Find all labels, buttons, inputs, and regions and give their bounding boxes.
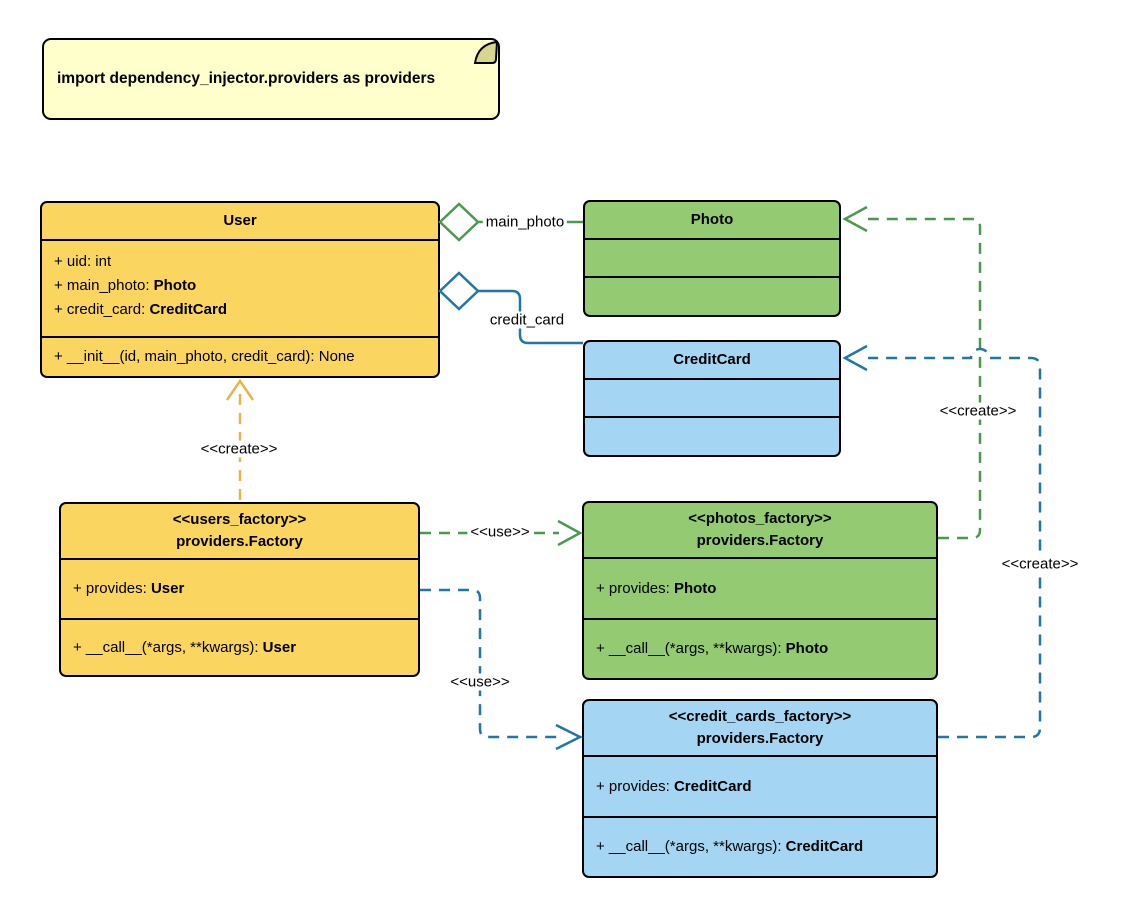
label-create-credit-card: <<create>> bbox=[998, 555, 1082, 573]
attribute-row: + uid: int bbox=[54, 253, 112, 270]
class-photo: Photo bbox=[583, 200, 841, 317]
class-credit-cards-factory: <<credit_cards_factory>> providers.Facto… bbox=[582, 699, 938, 878]
label-credit-card: credit_card bbox=[486, 311, 568, 329]
class-photos-factory-attributes: + provides: Photo bbox=[584, 559, 936, 620]
aggregation-diamond-credit-card bbox=[438, 271, 480, 311]
attribute-row: + provides: Photo bbox=[596, 579, 717, 597]
attribute-row: + credit_card: CreditCard bbox=[54, 301, 227, 318]
method-row: + __call__(*args, **kwargs): CreditCard bbox=[596, 838, 864, 855]
stereotype: <<photos_factory>> bbox=[688, 510, 832, 527]
class-users-factory-header: <<users_factory>> providers.Factory bbox=[61, 504, 418, 560]
class-users-factory-attributes: + provides: User bbox=[61, 560, 418, 620]
class-users-factory-methods: + __call__(*args, **kwargs): User bbox=[61, 620, 418, 675]
label-create-user: <<create>> bbox=[197, 440, 281, 458]
class-photos-factory-header: <<photos_factory>> providers.Factory bbox=[584, 503, 936, 559]
stereotype: <<users_factory>> bbox=[172, 511, 307, 528]
use-credit-cards-factory-line bbox=[420, 588, 557, 739]
aggregation-diamond-main-photo bbox=[438, 202, 480, 242]
class-title: User bbox=[223, 212, 257, 229]
class-credit-cards-factory-header: <<credit_cards_factory>> providers.Facto… bbox=[584, 701, 936, 757]
class-credit-card-attributes bbox=[585, 380, 839, 418]
attribute-row: + provides: CreditCard bbox=[596, 777, 752, 795]
label-use-credit-cards: <<use>> bbox=[447, 673, 513, 691]
use-credit-cards-factory-arrowhead bbox=[555, 723, 583, 751]
class-user-methods: + __init__(id, main_photo, credit_card):… bbox=[42, 338, 438, 376]
create-photo-line bbox=[868, 217, 982, 540]
class-photos-factory: <<photos_factory>> providers.Factory + p… bbox=[582, 501, 938, 680]
method-row: + __init__(id, main_photo, credit_card):… bbox=[54, 348, 355, 365]
uml-note: import dependency_injector.providers as … bbox=[42, 38, 500, 120]
class-title: providers.Factory bbox=[696, 532, 824, 549]
method-row: + __call__(*args, **kwargs): User bbox=[73, 638, 297, 656]
class-user-attributes: + uid: int + main_photo: Photo + credit_… bbox=[42, 241, 438, 338]
class-credit-cards-factory-methods: + __call__(*args, **kwargs): CreditCard bbox=[584, 818, 936, 876]
class-title: Photo bbox=[690, 211, 734, 228]
class-credit-card-methods bbox=[585, 418, 839, 455]
class-credit-card-header: CreditCard bbox=[585, 342, 839, 380]
create-photo-arrowhead bbox=[842, 205, 868, 233]
attribute-row: + main_photo: Photo bbox=[54, 277, 197, 294]
class-title: CreditCard bbox=[673, 351, 751, 368]
note-fold-icon bbox=[473, 40, 499, 64]
class-user: User + uid: int + main_photo: Photo + cr… bbox=[40, 201, 440, 378]
class-photo-attributes bbox=[585, 240, 839, 278]
use-photos-factory-arrowhead bbox=[557, 519, 583, 547]
note-text: import dependency_injector.providers as … bbox=[57, 70, 436, 87]
class-photos-factory-methods: + __call__(*args, **kwargs): Photo bbox=[584, 620, 936, 678]
class-user-header: User bbox=[42, 203, 438, 241]
class-credit-card: CreditCard bbox=[583, 340, 841, 457]
class-title: providers.Factory bbox=[176, 533, 303, 550]
class-credit-cards-factory-attributes: + provides: CreditCard bbox=[584, 757, 936, 818]
stereotype: <<credit_cards_factory>> bbox=[668, 708, 852, 725]
create-credit-card-arrowhead bbox=[842, 344, 868, 372]
attribute-row: + provides: User bbox=[73, 580, 185, 597]
method-row: + __call__(*args, **kwargs): Photo bbox=[596, 640, 829, 657]
label-main-photo: main_photo bbox=[482, 213, 568, 231]
class-photo-header: Photo bbox=[585, 202, 839, 240]
class-users-factory: <<users_factory>> providers.Factory + pr… bbox=[59, 502, 420, 677]
class-title: providers.Factory bbox=[696, 730, 824, 747]
class-photo-methods bbox=[585, 278, 839, 315]
create-user-arrowhead bbox=[225, 378, 255, 401]
label-create-photo: <<create>> bbox=[936, 402, 1020, 420]
label-use-photos: <<use>> bbox=[467, 523, 533, 541]
